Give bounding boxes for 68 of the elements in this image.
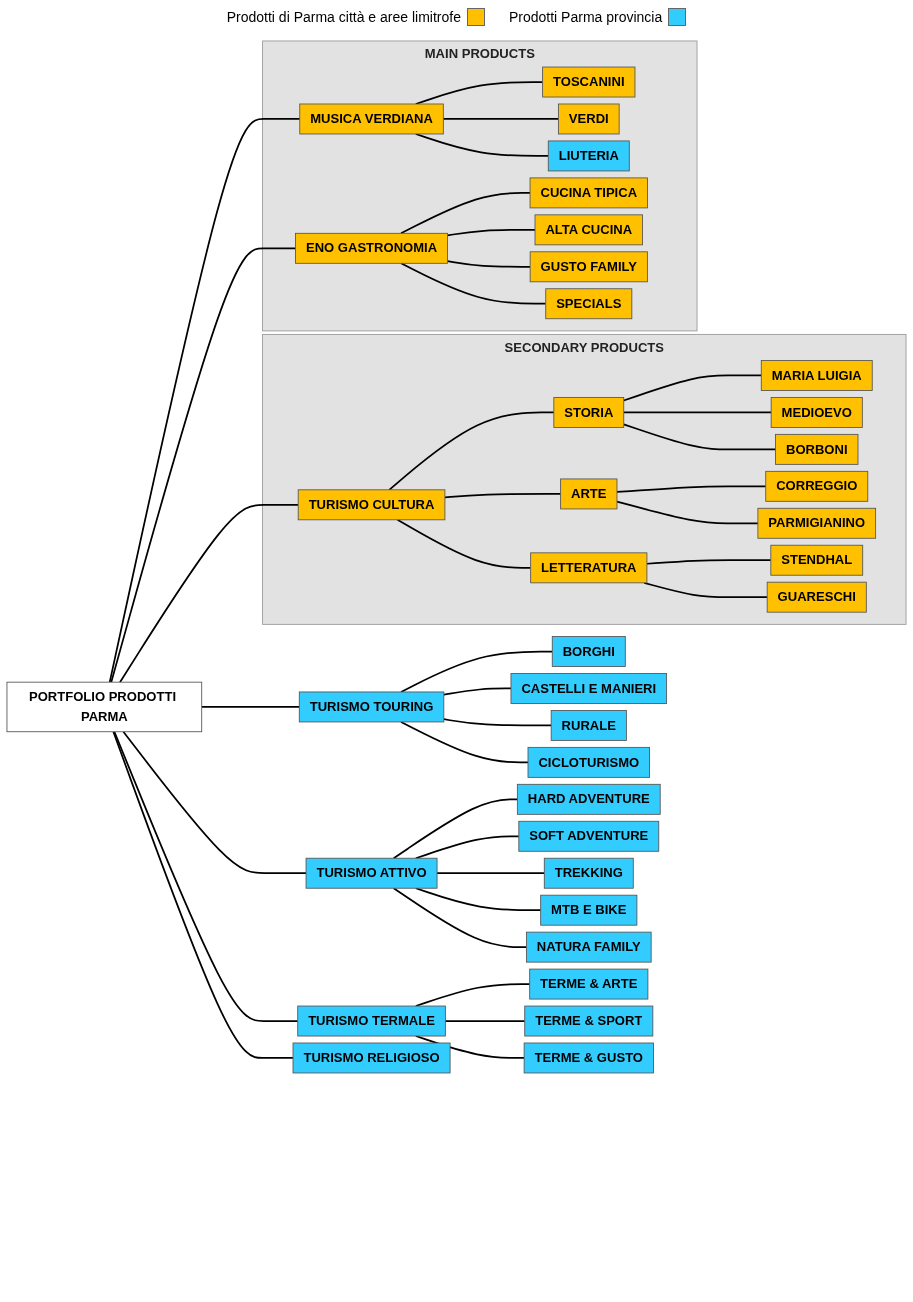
node-box: GUARESCHI [766,581,867,613]
node-box: LETTERATURA [530,552,648,584]
connector [400,192,531,235]
node-box: TURISMO TOURING [298,691,445,723]
node-box: MEDIOEVO [770,397,863,428]
connector [392,798,519,860]
connector [442,718,553,727]
node-box: ALTA CUCINA [534,214,643,246]
connector [388,411,555,491]
node-box: TURISMO ATTIVO [305,857,438,889]
connector [444,1020,526,1022]
node-box: BORBONI [775,433,859,465]
node-box: TURISMO RELIGIOSO [292,1042,451,1074]
node-box: MTB E BIKE [540,894,638,926]
connector [108,118,301,684]
connector [400,262,547,305]
legend-text: Prodotti di Parma città e aree limitrofe [226,9,461,25]
connector [436,872,546,875]
connector [392,887,528,948]
node-box: SOFT ADVENTURE [518,820,660,852]
node-box: TOSCANINI [542,66,636,98]
node-box: BORGHI [551,636,626,667]
node-box: SPECIALS [545,288,633,320]
node-box: PORTFOLIO PRODOTTI PARMA [6,681,203,733]
node-box: MUSICA VERDIANA [299,103,444,135]
node-box: TERME & SPORT [524,1005,654,1037]
connector [442,687,512,696]
connector [616,485,767,493]
node-box: RURALE [550,710,627,741]
node-box: STENDHAL [770,544,864,576]
connector [119,503,300,684]
connector [200,706,301,708]
node-box: LIUTERIA [547,140,630,172]
legend-text: Prodotti Parma provincia [508,9,663,25]
connector [643,581,769,599]
connector [446,228,536,237]
connector [400,721,529,764]
connector [622,411,773,414]
connector [646,559,772,565]
node-box: NATURA FAMILY [526,931,652,963]
connector [396,518,532,569]
connector [622,374,763,402]
node-box: GUSTO FAMILY [529,251,648,283]
connector [616,500,759,525]
node-box: CORREGGIO [765,470,869,502]
connector [122,730,307,875]
node-box: VERDI [558,103,620,135]
node-box: TERME & ARTE [529,968,649,1000]
node-box: MARIA LUIGIA [760,360,873,391]
connector [442,118,560,120]
connector [110,247,297,684]
connector [622,423,777,451]
node-box: CUCINA TIPICA [529,177,648,209]
node-box: ARTE [560,478,618,510]
node-box: HARD ADVENTURE [516,783,661,815]
node-box: ENO GASTRONOMIA [295,232,448,264]
connector [444,493,562,499]
connector [400,650,554,693]
node-box: CICLOTURISMO [527,746,650,778]
connector [446,260,532,268]
node-box: TURISMO TERMALE [297,1005,446,1037]
node-box: TURISMO CULTURA [297,489,446,521]
node-box: PARMIGIANINO [757,507,877,539]
connector [414,835,520,860]
node-box: STORIA [553,397,625,428]
node-box: CASTELLI E MANIERI [510,673,668,704]
node-box: TREKKING [543,857,634,889]
node-box: TERME & GUSTO [523,1042,654,1074]
